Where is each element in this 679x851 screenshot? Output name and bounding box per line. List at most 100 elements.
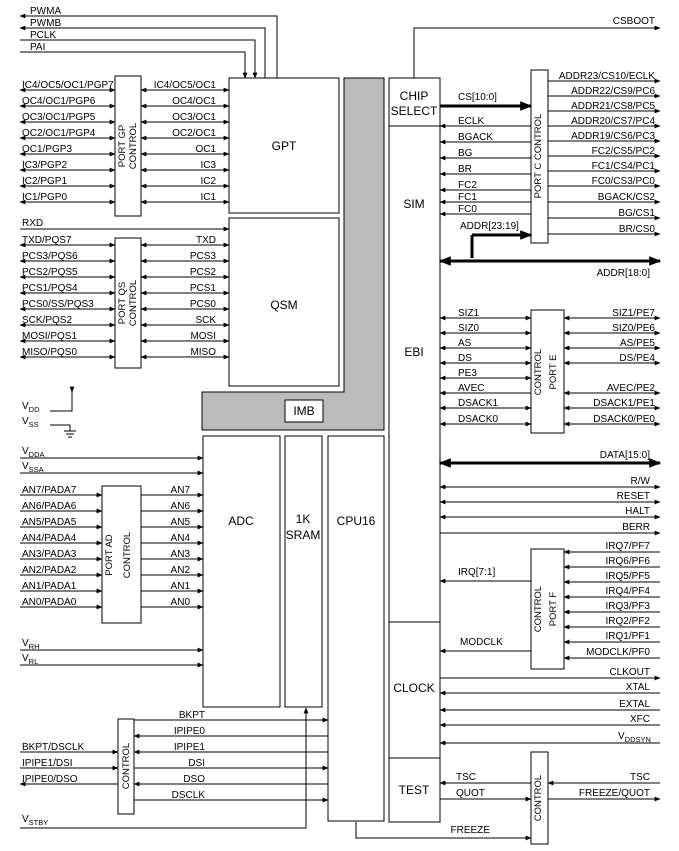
imb-bus bbox=[201, 77, 385, 431]
port-qs-label: PORT QS bbox=[117, 282, 128, 324]
gpt-pin-oc4-oc1-pgp6: OC4/OC1/PGP6 bbox=[22, 96, 96, 107]
port-e-pin-siz0-pe6: SIZ0/PE6 bbox=[612, 323, 655, 334]
port-e-label: PORT E bbox=[548, 354, 559, 389]
port-f-pin-irq4-pf4: IRQ4/PF4 bbox=[606, 586, 651, 597]
gpt-internal-oc1: OC1 bbox=[195, 144, 216, 155]
top-signal-pwma: PWMA bbox=[30, 6, 61, 17]
adc-internal-an6: AN6 bbox=[171, 501, 191, 512]
port-f-label: PORT F bbox=[548, 592, 559, 627]
port-c-pin-br-cs0: BR/CS0 bbox=[619, 224, 656, 235]
sim-internal-br: BR bbox=[458, 164, 472, 175]
sim-label: SIM bbox=[403, 197, 424, 211]
gpt-internal-ic1: IC1 bbox=[200, 192, 216, 203]
debug-pin-ipipe1-dsi: IPIPE1/DSI bbox=[22, 758, 73, 769]
signals-layer: PWMAPWMBPCLKPAIIC4/OC5/OC1/PGP7OC4/OC1/P… bbox=[19, 6, 662, 841]
ebi-internal-siz0: SIZ0 bbox=[458, 323, 480, 334]
debug-internal-bkpt: BKPT bbox=[179, 710, 205, 721]
gpt-pin-ic3-pgp2: IC3/PGP2 bbox=[22, 160, 67, 171]
sim-internal-fc1: FC1 bbox=[458, 192, 477, 203]
freeze-label: FREEZE bbox=[451, 825, 491, 836]
port-f-pin-modclk-pf0: MODCLK/PF0 bbox=[586, 647, 650, 658]
vdd-label: VDD bbox=[22, 401, 40, 414]
vss-line bbox=[50, 424, 71, 431]
test-internal-tsc: TSC bbox=[456, 772, 476, 783]
qsm-internal-pcs3: PCS3 bbox=[190, 251, 217, 262]
rxd-label: RXD bbox=[22, 218, 43, 229]
qsm-pin-txd-pqs7: TXD/PQS7 bbox=[22, 235, 72, 246]
top-signal-line bbox=[19, 13, 278, 78]
irq-bus-label: IRQ[7:1] bbox=[458, 567, 495, 578]
port-gp-control-label: CONTROL bbox=[128, 123, 139, 169]
top-signal-pai: PAI bbox=[30, 42, 45, 53]
sram-block bbox=[284, 435, 323, 708]
test-pin-tsc: TSC bbox=[630, 772, 650, 783]
chip-select-label-2: SELECT bbox=[391, 104, 438, 118]
adc-internal-an4: AN4 bbox=[171, 533, 191, 544]
csboot-line bbox=[413, 25, 661, 78]
cs-bus-label: CS[10:0] bbox=[458, 92, 497, 103]
addr-lower-label: ADDR[18:0] bbox=[597, 268, 651, 279]
port-c-pin-addr20-cs7-pc4: ADDR20/CS7/PC4 bbox=[571, 116, 655, 127]
debug-internal-dsclk: DSCLK bbox=[172, 790, 206, 801]
vddsyn-label: VDDSYN bbox=[618, 731, 651, 744]
gpt-internal-ic3: IC3 bbox=[200, 160, 216, 171]
gpt-pin-ic1-pgp0: IC1/PGP0 bbox=[22, 192, 67, 203]
port-e-pin-siz1-pe7: SIZ1/PE7 bbox=[612, 308, 655, 319]
csboot-label: CSBOOT bbox=[613, 16, 655, 27]
ebi-label: EBI bbox=[404, 345, 423, 359]
adc-pin-an4-pada4: AN4/PADA4 bbox=[22, 533, 77, 544]
port-c-label: PORT C CONTROL bbox=[533, 114, 544, 199]
adc-pin-an6-pada6: AN6/PADA6 bbox=[22, 501, 77, 512]
port-f-control bbox=[530, 548, 565, 670]
adc-pin-an5-pada5: AN5/PADA5 bbox=[22, 517, 77, 528]
gpt-pin-oc2-oc1-pgp4: OC2/OC1/PGP4 bbox=[22, 128, 96, 139]
data-bus-label: DATA[15:0] bbox=[600, 450, 650, 461]
port-gp-control bbox=[114, 75, 142, 217]
adc-pin-an0-pada0: AN0/PADA0 bbox=[22, 597, 77, 608]
gpt-label: GPT bbox=[272, 139, 297, 153]
imb-label: IMB bbox=[293, 404, 314, 418]
sim-internal-fc0: FC0 bbox=[458, 204, 477, 215]
gpt-pin-oc3-oc1-pgp5: OC3/OC1/PGP5 bbox=[22, 112, 96, 123]
ebi-internal-as: AS bbox=[458, 338, 472, 349]
qsm-internal-pcs1: PCS1 bbox=[190, 283, 217, 294]
bus-control-reset: RESET bbox=[617, 491, 650, 502]
gpt-internal-oc2-oc1: OC2/OC1 bbox=[172, 128, 216, 139]
adc-internal-an5: AN5 bbox=[171, 517, 191, 528]
top-signal-pclk: PCLK bbox=[30, 30, 56, 41]
adc-pin-an7-pada7: AN7/PADA7 bbox=[22, 485, 77, 496]
sim-column bbox=[388, 77, 441, 823]
qsm-internal-mosi: MOSI bbox=[190, 331, 216, 342]
vssa-label: VSSA bbox=[22, 461, 44, 474]
port-c-pin-addr23-cs10-eclk: ADDR23/CS10/ECLK bbox=[559, 71, 655, 82]
clock-pin-xfc: XFC bbox=[630, 714, 650, 725]
top-signal-line bbox=[19, 25, 266, 78]
gpt-pin-ic4-oc5-oc1-pgp7: IC4/OC5/OC1/PGP7 bbox=[22, 80, 114, 91]
chip-select-label-1: CHIP bbox=[400, 89, 429, 103]
ebi-internal-dsack0: DSACK0 bbox=[458, 414, 498, 425]
debug-internal-ipipe1: IPIPE1 bbox=[174, 742, 206, 753]
port-ad-control bbox=[101, 485, 142, 624]
adc-internal-an0: AN0 bbox=[171, 597, 191, 608]
test-internal-quot: QUOT bbox=[456, 788, 485, 799]
gpt-internal-oc3-oc1: OC3/OC1 bbox=[172, 112, 216, 123]
qsm-pin-pcs3-pqs6: PCS3/PQS6 bbox=[22, 251, 78, 262]
adc-pin-an3-pada3: AN3/PADA3 bbox=[22, 549, 77, 560]
sim-internal-eclk: ECLK bbox=[458, 116, 484, 127]
qsm-internal-txd: TXD bbox=[196, 235, 216, 246]
qsm-pin-sck-pqs2: SCK/PQS2 bbox=[22, 315, 72, 326]
qsm-pin-pcs0-ss-pqs3: PCS0/SS/PQS3 bbox=[22, 299, 94, 310]
adc-internal-an1: AN1 bbox=[171, 581, 191, 592]
port-e-pin-dsack0-pe0: DSACK0/PE0 bbox=[593, 414, 655, 425]
gpt-block bbox=[228, 77, 340, 214]
port-f-pin-irq7-pf7: IRQ7/PF7 bbox=[606, 541, 651, 552]
qsm-internal-pcs0: PCS0 bbox=[190, 299, 217, 310]
port-e-pin-as-pe5: AS/PE5 bbox=[620, 338, 655, 349]
port-c-pin-fc2-cs5-pc2: FC2/CS5/PC2 bbox=[592, 146, 656, 157]
debug-internal-dsi: DSI bbox=[188, 758, 205, 769]
cpu16-block bbox=[327, 435, 385, 822]
ebi-internal-ds: DS bbox=[458, 353, 472, 364]
test-label: TEST bbox=[399, 783, 430, 797]
